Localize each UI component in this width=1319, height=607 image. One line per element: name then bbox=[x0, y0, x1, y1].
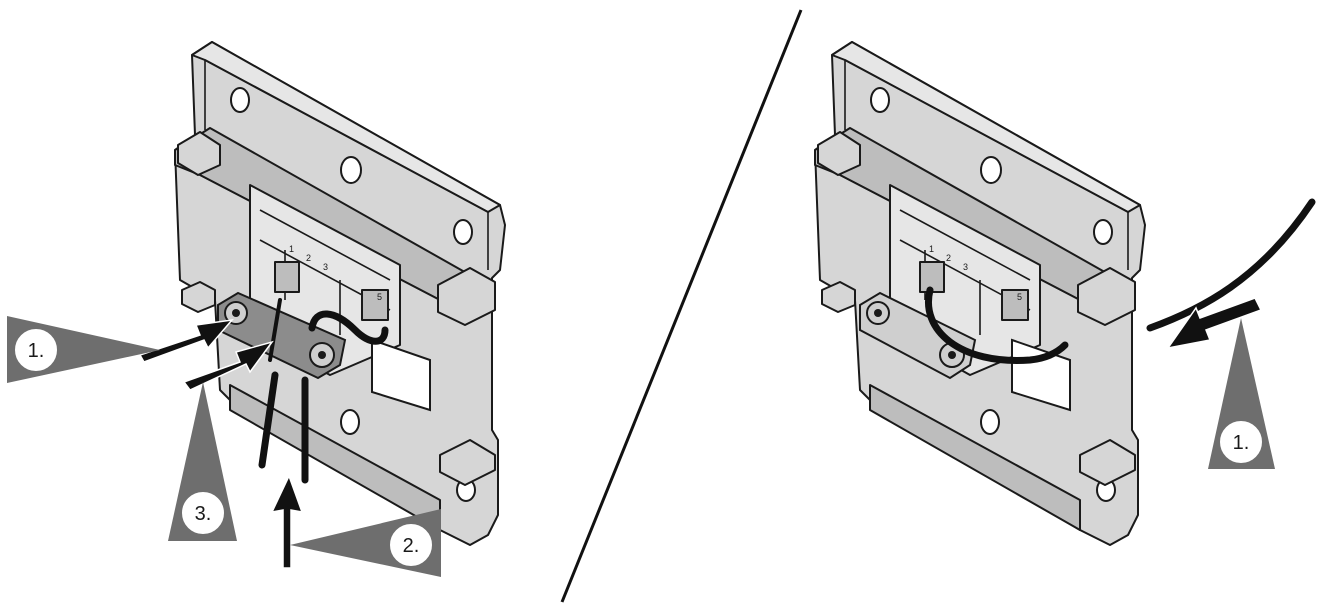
step-pointer-2-left: 2. bbox=[290, 509, 441, 577]
mounting-hole-icon bbox=[980, 156, 1002, 184]
terminal-number-3: 3 bbox=[963, 262, 968, 272]
left-mounting-plate: 1 2 3 5 bbox=[174, 41, 506, 546]
cable-wire bbox=[268, 298, 282, 362]
right-mounting-plate: 1 2 3 5 bbox=[814, 41, 1146, 546]
mounting-hole-icon bbox=[340, 156, 362, 184]
cable-wire bbox=[925, 286, 1069, 364]
arrow-left-icon bbox=[1166, 297, 1263, 350]
mounting-hole-icon bbox=[1093, 219, 1113, 245]
cable-wire bbox=[308, 310, 389, 345]
mounting-hole-icon bbox=[340, 409, 360, 435]
terminal-number-1: 1 bbox=[929, 244, 934, 254]
step-label-1: 1. bbox=[28, 340, 45, 362]
terminal-number-3: 3 bbox=[323, 262, 328, 272]
divider-line bbox=[560, 9, 803, 603]
terminal-number-2: 2 bbox=[306, 253, 311, 263]
cable-clamp bbox=[217, 291, 347, 380]
mounting-hole-icon bbox=[230, 87, 250, 113]
mounting-hole-icon bbox=[980, 409, 1000, 435]
cable-wire bbox=[258, 371, 279, 469]
step-label-3: 3. bbox=[195, 503, 212, 525]
arrow-right-icon bbox=[182, 340, 274, 391]
mounting-hole-icon bbox=[870, 87, 890, 113]
mounting-hole-icon bbox=[453, 219, 473, 245]
terminal-number-2: 2 bbox=[946, 253, 951, 263]
step-label-2: 2. bbox=[403, 535, 420, 557]
terminal-number-5: 5 bbox=[377, 292, 382, 302]
arrow-left-icon bbox=[138, 318, 234, 363]
step-label-1: 1. bbox=[1233, 432, 1250, 454]
cable-wire bbox=[1146, 198, 1316, 332]
terminal-number-5: 5 bbox=[1017, 292, 1022, 302]
step-pointer-3-left: 3. bbox=[168, 382, 237, 541]
step-pointer-1-left: 1. bbox=[7, 316, 160, 383]
terminal-number-1: 1 bbox=[289, 244, 294, 254]
arrow-up-icon bbox=[270, 474, 304, 569]
step-pointer-1-right: 1. bbox=[1208, 318, 1275, 469]
